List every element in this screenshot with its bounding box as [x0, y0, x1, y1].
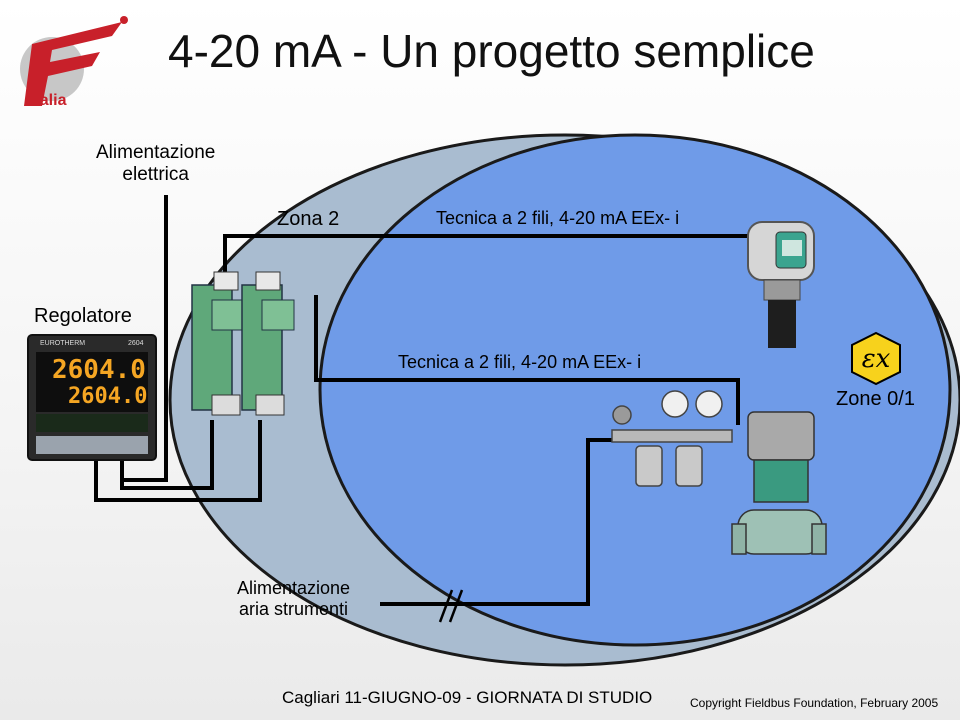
- power-supply-line-1: Alimentazione: [96, 142, 216, 163]
- ex-hazard-symbol: [851, 331, 901, 386]
- footer-copyright: Copyright Fieldbus Foundation, February …: [690, 696, 939, 710]
- isolator-barrier-2: [241, 271, 295, 416]
- wire-mid-label: Tecnica a 2 fili, 4-20 mA EEx- i: [398, 352, 642, 372]
- zone01-label: Zone 0/1: [836, 388, 915, 410]
- wiring: [94, 195, 752, 606]
- air-supply-label: Alimentazione aria strumenti: [237, 578, 350, 620]
- control-valve: [731, 411, 827, 555]
- wire-top-label: Tecnica a 2 fili, 4-20 mA EEx- i: [436, 208, 680, 228]
- level-transmitter: [747, 221, 815, 348]
- wire-top: [223, 234, 752, 282]
- page-title: 4-20 mA - Un progetto semplice: [168, 25, 815, 77]
- isolator-barrier-1: [191, 271, 245, 416]
- controller-model: 2604: [128, 340, 144, 347]
- controller-brand: EUROTHERM: [40, 340, 85, 347]
- power-supply-label: Alimentazione elettrica: [96, 142, 215, 186]
- filter-regulator: [611, 390, 733, 487]
- power-supply-line-2: elettrica: [122, 164, 189, 185]
- power-wire: [120, 195, 168, 482]
- air-break-marks: [438, 589, 464, 623]
- air-supply-line-2: aria strumenti: [239, 599, 349, 619]
- fieldbus-logo: [12, 14, 132, 114]
- air-line: [380, 438, 612, 606]
- controller-display-sp: 2604.0: [68, 384, 147, 409]
- controller-display-pv: 2604.0: [52, 355, 146, 385]
- logo-text: Italia: [30, 92, 67, 109]
- controller-label: Regolatore: [34, 305, 132, 327]
- footer-event: Cagliari 11-GIUGNO-09 - GIORNATA DI STUD…: [282, 688, 653, 707]
- wire-mid: [314, 295, 740, 425]
- wire-loop-1: [94, 420, 262, 502]
- zone2-label: Zona 2: [277, 208, 340, 230]
- eurotherm-controller: [27, 334, 157, 461]
- wire-loop-2: [120, 420, 214, 490]
- air-supply-line-1: Alimentazione: [237, 578, 351, 598]
- ex-symbol-text: εx: [862, 344, 891, 374]
